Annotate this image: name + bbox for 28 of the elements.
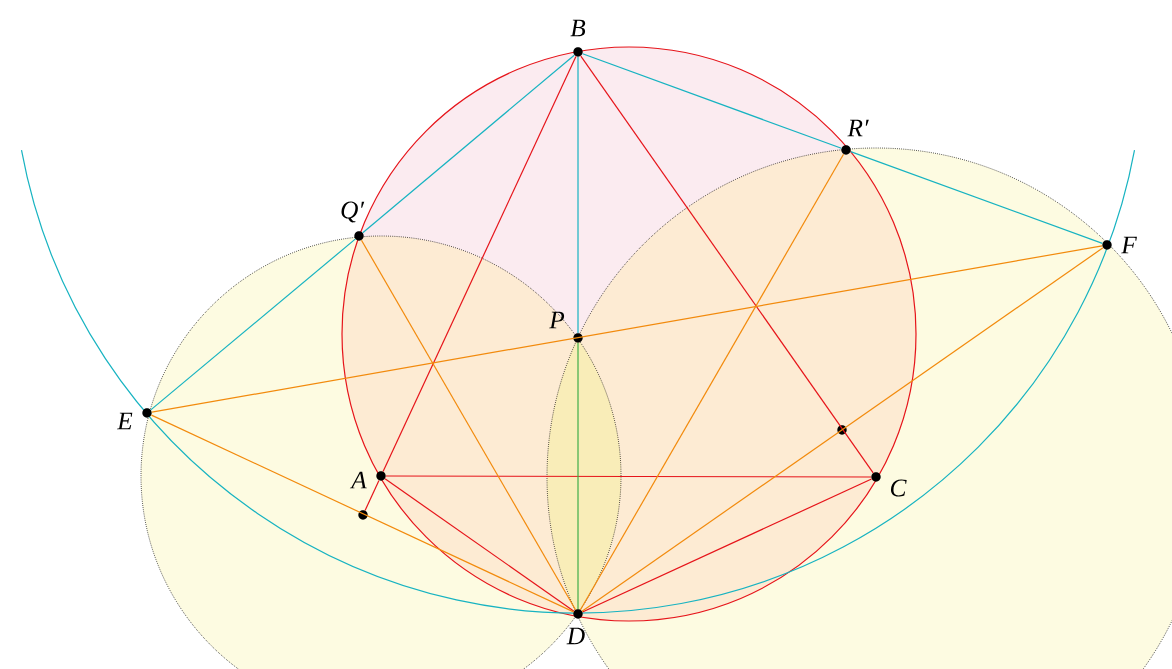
point-label: D [566, 627, 585, 645]
point-label: C [890, 479, 907, 497]
point [837, 425, 847, 435]
line-segment [581, 247, 1104, 612]
line-segment [360, 239, 577, 611]
line-segment [579, 153, 845, 611]
point-label: P [549, 311, 565, 329]
line-segment [577, 342, 579, 610]
point-label: B [570, 19, 586, 37]
line-segment [150, 238, 356, 411]
point-label: F [1121, 236, 1137, 254]
line-segment [581, 478, 873, 613]
line-segment [384, 478, 575, 612]
line-segment [151, 245, 1103, 413]
line-segment [582, 53, 842, 149]
point-label: A [349, 471, 367, 489]
point-label: Q′ [341, 201, 365, 223]
line-segment [150, 414, 575, 613]
point [358, 510, 368, 520]
line-segment [580, 55, 874, 474]
line-segment [385, 475, 872, 478]
line-segment [577, 56, 579, 334]
line-segment [364, 479, 380, 512]
point-label: R′ [847, 119, 869, 137]
line-segment [362, 54, 575, 234]
point-label: E [116, 412, 133, 430]
line-segment [382, 55, 577, 473]
line-segment [850, 151, 1103, 244]
